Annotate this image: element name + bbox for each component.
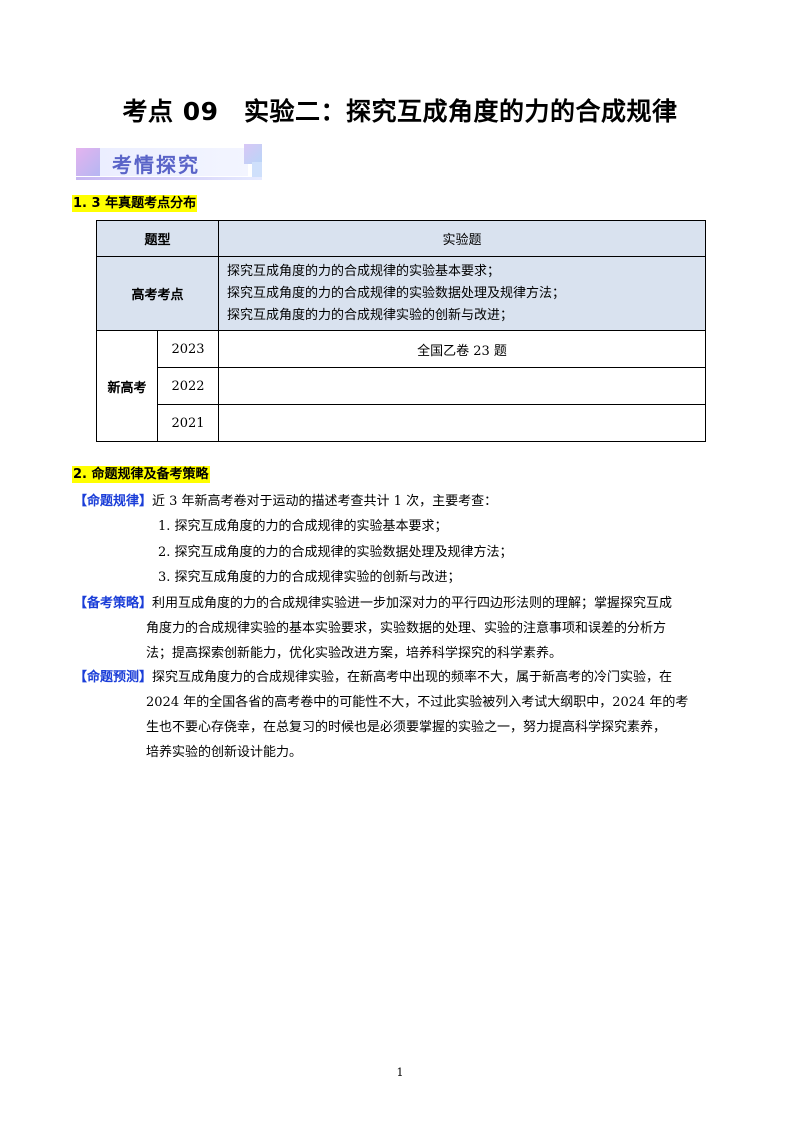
kaodian-items-cell: 探究互成角度的力的合成规律的实验基本要求； 探究互成角度的力的合成规律的实验数据… bbox=[218, 256, 706, 331]
kaodian-item: 探究互成角度的力的合成规律实验的创新与改进； bbox=[227, 307, 514, 323]
section-heading-strategy: 2. 命题规律及备考策略 bbox=[72, 466, 210, 483]
beikao-celue-line: 法；提高探索创新能力，优化实验改进方案，培养科学探究的科学素养。 bbox=[146, 646, 563, 661]
exam-cell bbox=[218, 404, 706, 442]
mingti-guilv-tag: 【命题规律】 bbox=[74, 494, 153, 509]
mingti-yuce-line: 2024 年的全国各省的高考卷中的可能性不大，不过此实验被列入考试大纲职中，20… bbox=[146, 695, 689, 710]
beikao-celue-tag: 【备考策略】 bbox=[74, 596, 153, 611]
table-row-year: 新高考 2023 全国乙卷 23 题 bbox=[96, 330, 706, 442]
page-number: 1 bbox=[396, 1066, 404, 1079]
mingti-guilv-text: 近 3 年新高考卷对于运动的描述考查共计 1 次，主要考查： bbox=[152, 494, 498, 509]
kaodian-label-cell: 高考考点 bbox=[96, 256, 219, 331]
beikao-celue-line: 角度力的合成规律实验的基本实验要求，实验数据的处理、实验的注意事项和误差的分析方 bbox=[146, 621, 667, 636]
mingti-yuce-line: 生也不要心存侥幸，在总复习的时候也是必须要掌握的实验之一，努力提高科学探究素养， bbox=[146, 720, 667, 735]
mingti-guilv-item: 1. 探究互成角度的力的合成规律的实验基本要求； bbox=[158, 519, 448, 534]
mingti-yuce-line: 探究互成角度力的合成规律实验，在新高考中出现的频率不大，属于新高考的冷门实验，在 bbox=[152, 670, 673, 685]
page-title: 考点 09 实验二：探究互成角度的力的合成规律 bbox=[122, 97, 678, 126]
mingti-guilv-item: 3. 探究互成角度的力的合成规律实验的创新与改进； bbox=[158, 570, 461, 585]
banner-decoration-right bbox=[244, 144, 262, 164]
kaodian-item: 探究互成角度的力的合成规律的实验数据处理及规律方法； bbox=[227, 285, 566, 301]
mingti-guilv-paragraph: 【命题规律】近 3 年新高考卷对于运动的描述考查共计 1 次，主要考查： bbox=[74, 490, 497, 514]
table-row-year: 2022 bbox=[97, 367, 706, 405]
section-heading-distribution: 1. 3 年真题考点分布 bbox=[72, 195, 198, 212]
exam-cell: 全国乙卷 23 题 bbox=[218, 330, 706, 368]
mingti-yuce-paragraph: 【命题预测】探究互成角度力的合成规律实验，在新高考中出现的频率不大，属于新高考的… bbox=[74, 666, 672, 690]
banner-decoration-left bbox=[76, 148, 100, 176]
table-row-year: 2021 bbox=[97, 404, 706, 442]
type-label-cell: 题型 bbox=[96, 220, 219, 257]
banner-underline bbox=[76, 177, 262, 180]
type-value-cell: 实验题 bbox=[218, 220, 706, 257]
banner-decoration-right-lower bbox=[252, 162, 262, 178]
beikao-celue-line: 利用互成角度的力的合成规律实验进一步加深对力的平行四边形法则的理解；掌握探究互成 bbox=[152, 596, 673, 611]
year-cell: 2021 bbox=[157, 404, 219, 442]
section-banner: 考情探究 bbox=[76, 144, 262, 180]
table-row-type: 题型 实验题 bbox=[96, 220, 706, 257]
exam-cell bbox=[218, 367, 706, 405]
year-cell: 2023 bbox=[157, 330, 219, 368]
table-row-kaodian: 高考考点 探究互成角度的力的合成规律的实验基本要求； 探究互成角度的力的合成规律… bbox=[96, 256, 706, 331]
mingti-yuce-line: 培养实验的创新设计能力。 bbox=[146, 745, 303, 760]
beikao-celue-paragraph: 【备考策略】利用互成角度的力的合成规律实验进一步加深对力的平行四边形法则的理解；… bbox=[74, 592, 672, 616]
mingti-yuce-tag: 【命题预测】 bbox=[74, 670, 153, 685]
mingti-guilv-item: 2. 探究互成角度的力的合成规律的实验数据处理及规律方法； bbox=[158, 545, 513, 560]
banner-background bbox=[100, 148, 248, 176]
banner-label: 考情探究 bbox=[112, 153, 200, 177]
xingaokao-label-cell: 新高考 bbox=[96, 330, 158, 442]
kaodian-item: 探究互成角度的力的合成规律的实验基本要求； bbox=[227, 263, 501, 279]
exam-distribution-table: 题型 实验题 高考考点 探究互成角度的力的合成规律的实验基本要求； 探究互成角度… bbox=[96, 220, 706, 442]
year-cell: 2022 bbox=[157, 367, 219, 405]
